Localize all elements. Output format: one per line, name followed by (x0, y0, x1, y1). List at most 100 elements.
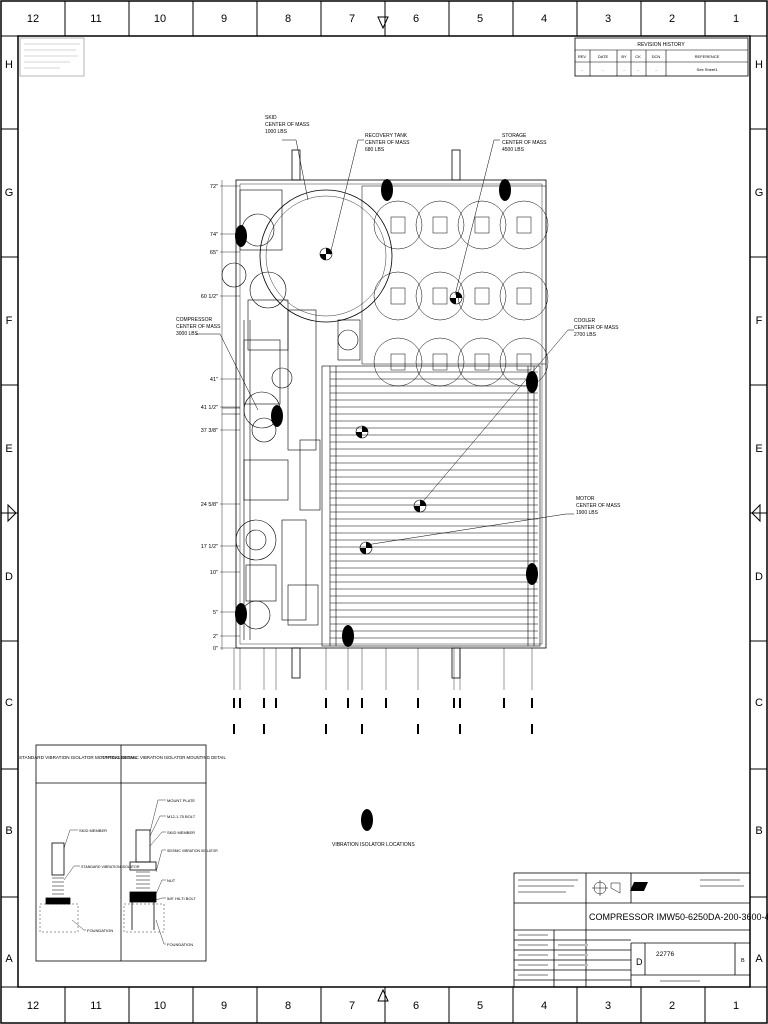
callout-motor: MOTOR CENTER OF MASS 1900 LBS (576, 496, 621, 516)
zone-row-f: F (6, 315, 13, 327)
vdim-17: 17 1/2" (201, 544, 218, 550)
top-stub-left (291, 149, 301, 181)
vdim-24: 24 5/8" (201, 502, 218, 508)
zone-row-h-right: H (755, 59, 763, 71)
detail-right-hilti-bolt: 5/8" HILTI BOLT (167, 896, 196, 901)
vdim-2: 2" (213, 634, 218, 640)
zone-col-4: 4 (541, 13, 547, 25)
bottom-stub-left (291, 647, 301, 679)
callout-recovery-tank: RECOVERY TANK CENTER OF MASS 680 LBS (365, 133, 410, 153)
zone-col-6: 6 (413, 13, 419, 25)
vdim-5: 5" (213, 610, 218, 616)
horizontal-dimensions (233, 698, 533, 734)
isolator-detail-box (35, 744, 207, 962)
rev-cell-reference: See Sheet1 (697, 67, 719, 72)
zone-col-3-bottom: 3 (605, 1000, 611, 1012)
detail-left-skid-member: SKID MEMBER (79, 828, 107, 833)
detail-right-skid-member: SKID MEMBER (167, 830, 195, 835)
callout-storage-line1: STORAGE (502, 133, 527, 139)
center-mark-left-icon (7, 503, 17, 523)
cooler (321, 365, 541, 647)
zone-col-5: 5 (477, 13, 483, 25)
zone-col-11: 11 (90, 13, 101, 25)
rev-cell-rev: - (581, 67, 583, 72)
callout-cooler: COOLER CENTER OF MASS 2700 LBS (574, 318, 619, 338)
vdim-65: 65" (210, 250, 218, 256)
zone-row-d: D (5, 571, 13, 583)
zone-row-e-right: E (755, 443, 762, 455)
vdim-60: 60 1/2" (201, 294, 218, 300)
zone-col-7: 7 (349, 13, 355, 25)
callout-compressor: COMPRESSOR CENTER OF MASS 3000 LBS (176, 317, 221, 337)
zone-col-6-bottom: 6 (413, 1000, 419, 1012)
note-stamp-text-lines (24, 43, 80, 69)
zone-col-9-bottom: 9 (221, 1000, 227, 1012)
zone-columns-bottom: 12 11 10 9 8 7 6 5 4 3 2 1 (27, 1000, 739, 1012)
zone-col-9: 9 (221, 13, 227, 25)
callout-recovery-line2: CENTER OF MASS (365, 140, 410, 146)
vertical-dimensions: 72" 74" 65" 60 1/2" 41" 41 1/2" 37 3/8" … (201, 184, 218, 652)
callout-motor-line2: CENTER OF MASS (576, 503, 621, 509)
zone-columns-top: 12 11 10 9 8 7 6 5 4 3 2 1 (27, 13, 739, 25)
zone-row-a: A (5, 953, 13, 965)
detail-right-m12-bolt: M12-1.75 BOLT (167, 814, 196, 819)
callout-skid-line1: SKID (265, 115, 277, 121)
vdim-10: 10" (210, 570, 218, 576)
rev-header-date: DATE (598, 54, 609, 59)
vdim-37: 37 3/8" (201, 428, 218, 434)
zone-col-8-bottom: 8 (285, 1000, 291, 1012)
isolator-detail-text: STANDARD VIBRATION ISOLATOR MOUNTING DET… (19, 755, 226, 947)
callout-cooler-line2: CENTER OF MASS (574, 325, 619, 331)
zone-col-3: 3 (605, 13, 611, 25)
zone-col-4-bottom: 4 (541, 1000, 547, 1012)
callout-recovery-line1: RECOVERY TANK (365, 133, 408, 139)
zone-col-10-bottom: 10 (154, 1000, 166, 1012)
vibration-isolator-dots (235, 179, 538, 647)
note-stamp (19, 37, 85, 77)
vdim-0: 0" (213, 646, 218, 652)
rev-cell-by: - (623, 67, 625, 72)
company-logo-icon (630, 882, 648, 891)
zone-col-11-bottom: 11 (90, 1000, 101, 1012)
callout-motor-line1: MOTOR (576, 496, 595, 502)
zone-row-d-right: D (755, 571, 763, 583)
callout-storage: STORAGE CENTER OF MASS 4500 LBS (502, 133, 547, 153)
callout-cooler-line1: COOLER (574, 318, 596, 324)
rev-header-reference: REFERENCE (695, 54, 720, 59)
revision-history-table: REVISION HISTORY REV DATE BY CK DCN REFE… (574, 37, 749, 77)
zone-col-1-bottom: 1 (733, 1000, 739, 1012)
rev-header-rev: REV (578, 54, 587, 59)
revision-history-title: REVISION HISTORY (637, 42, 685, 48)
title-block-grey-text (518, 879, 744, 982)
zone-row-c-right: C (755, 697, 763, 709)
zone-col-2-bottom: 2 (669, 1000, 675, 1012)
callout-motor-line3: 1900 LBS (576, 510, 599, 516)
zone-col-2: 2 (669, 13, 675, 25)
zone-row-f-right: F (756, 315, 763, 327)
callout-compressor-line2: CENTER OF MASS (176, 324, 221, 330)
plan-view (196, 139, 574, 690)
rev-header-dcn: DCN (652, 54, 661, 59)
revision-letter: B (741, 958, 745, 964)
callout-compressor-line3: 3000 LBS (176, 331, 199, 337)
vdim-74: 74" (210, 232, 218, 238)
zone-row-b: B (5, 825, 12, 837)
center-mark-bottom-icon (377, 988, 389, 1002)
zone-row-c: C (5, 697, 13, 709)
rev-header-by: BY (621, 54, 627, 59)
callout-storage-line2: CENTER OF MASS (502, 140, 547, 146)
zone-rows-left: H G F E D C B A (5, 59, 14, 965)
detail-left-title: STANDARD VIBRATION ISOLATOR MOUNTING DET… (19, 755, 137, 760)
bottom-stub-right (451, 647, 461, 679)
vibration-isolator-legend-label: VIBRATION ISOLATOR LOCATIONS (332, 842, 415, 848)
zone-row-a-right: A (755, 953, 763, 965)
detail-right-nut: NUT (167, 878, 176, 883)
leader-lines (196, 139, 574, 546)
vdim-72: 72" (210, 184, 218, 190)
detail-right-foundation: FOUNDATION (167, 942, 193, 947)
title-block (513, 872, 751, 988)
zone-col-5-bottom: 5 (477, 1000, 483, 1012)
sheet-size: D (636, 957, 643, 967)
detail-right-seismic-isolator: SEISMIC VIBRATION ISOLATOR (167, 849, 218, 853)
